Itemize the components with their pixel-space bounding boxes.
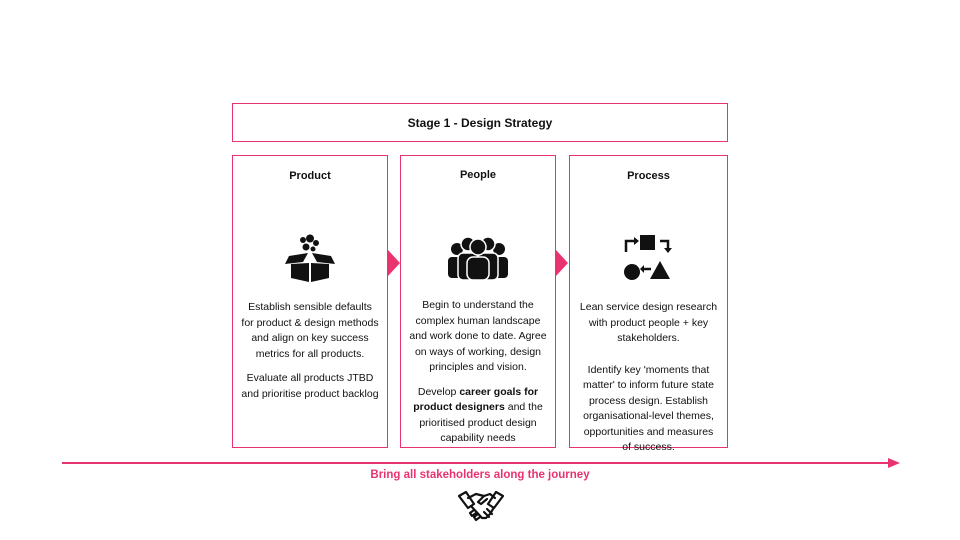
people-text-before: Develop bbox=[417, 385, 460, 398]
process-column: Process Lean service design research wit… bbox=[569, 155, 728, 453]
stage-title: Stage 1 - Design Strategy bbox=[407, 115, 553, 130]
process-paragraph: Lean service design research with produc… bbox=[579, 301, 718, 344]
product-title: Product bbox=[289, 170, 331, 182]
people-paragraph: Begin to understand the complex human la… bbox=[409, 299, 547, 373]
chevron-right-icon bbox=[388, 250, 400, 276]
process-paragraph: Identify key 'moments that matter' to in… bbox=[583, 363, 714, 454]
process-description: Lean service design research with produc… bbox=[578, 300, 719, 465]
process-title: Process bbox=[627, 170, 670, 182]
box-icon bbox=[285, 234, 335, 289]
product-paragraph: Establish sensible defaults for product … bbox=[241, 301, 379, 360]
people-group-icon bbox=[447, 234, 509, 285]
journey-arrow-line bbox=[62, 462, 890, 464]
product-paragraph: Evaluate all products JTBD and prioritis… bbox=[241, 372, 379, 400]
handshake-icon bbox=[457, 488, 505, 529]
stage-header: Stage 1 - Design Strategy bbox=[232, 103, 728, 142]
people-paragraph-rich: Develop career goals for product designe… bbox=[409, 385, 547, 447]
people-text-bold: career goals for product designers bbox=[413, 385, 539, 414]
product-column: Product Establish sensible defaults for … bbox=[232, 155, 388, 448]
process-shapes-icon bbox=[623, 234, 675, 287]
people-column: People Begin to understand the complex h… bbox=[400, 155, 556, 448]
journey-label: Bring all stakeholders along the journey bbox=[370, 469, 590, 481]
people-text-after: and the prioritised product design capab… bbox=[419, 401, 543, 444]
people-description: Begin to understand the complex human la… bbox=[409, 298, 547, 456]
chevron-right-icon bbox=[556, 250, 568, 276]
people-title: People bbox=[459, 169, 497, 181]
journey-arrow-head-icon bbox=[888, 458, 900, 468]
product-description: Establish sensible defaults for product … bbox=[241, 300, 379, 411]
